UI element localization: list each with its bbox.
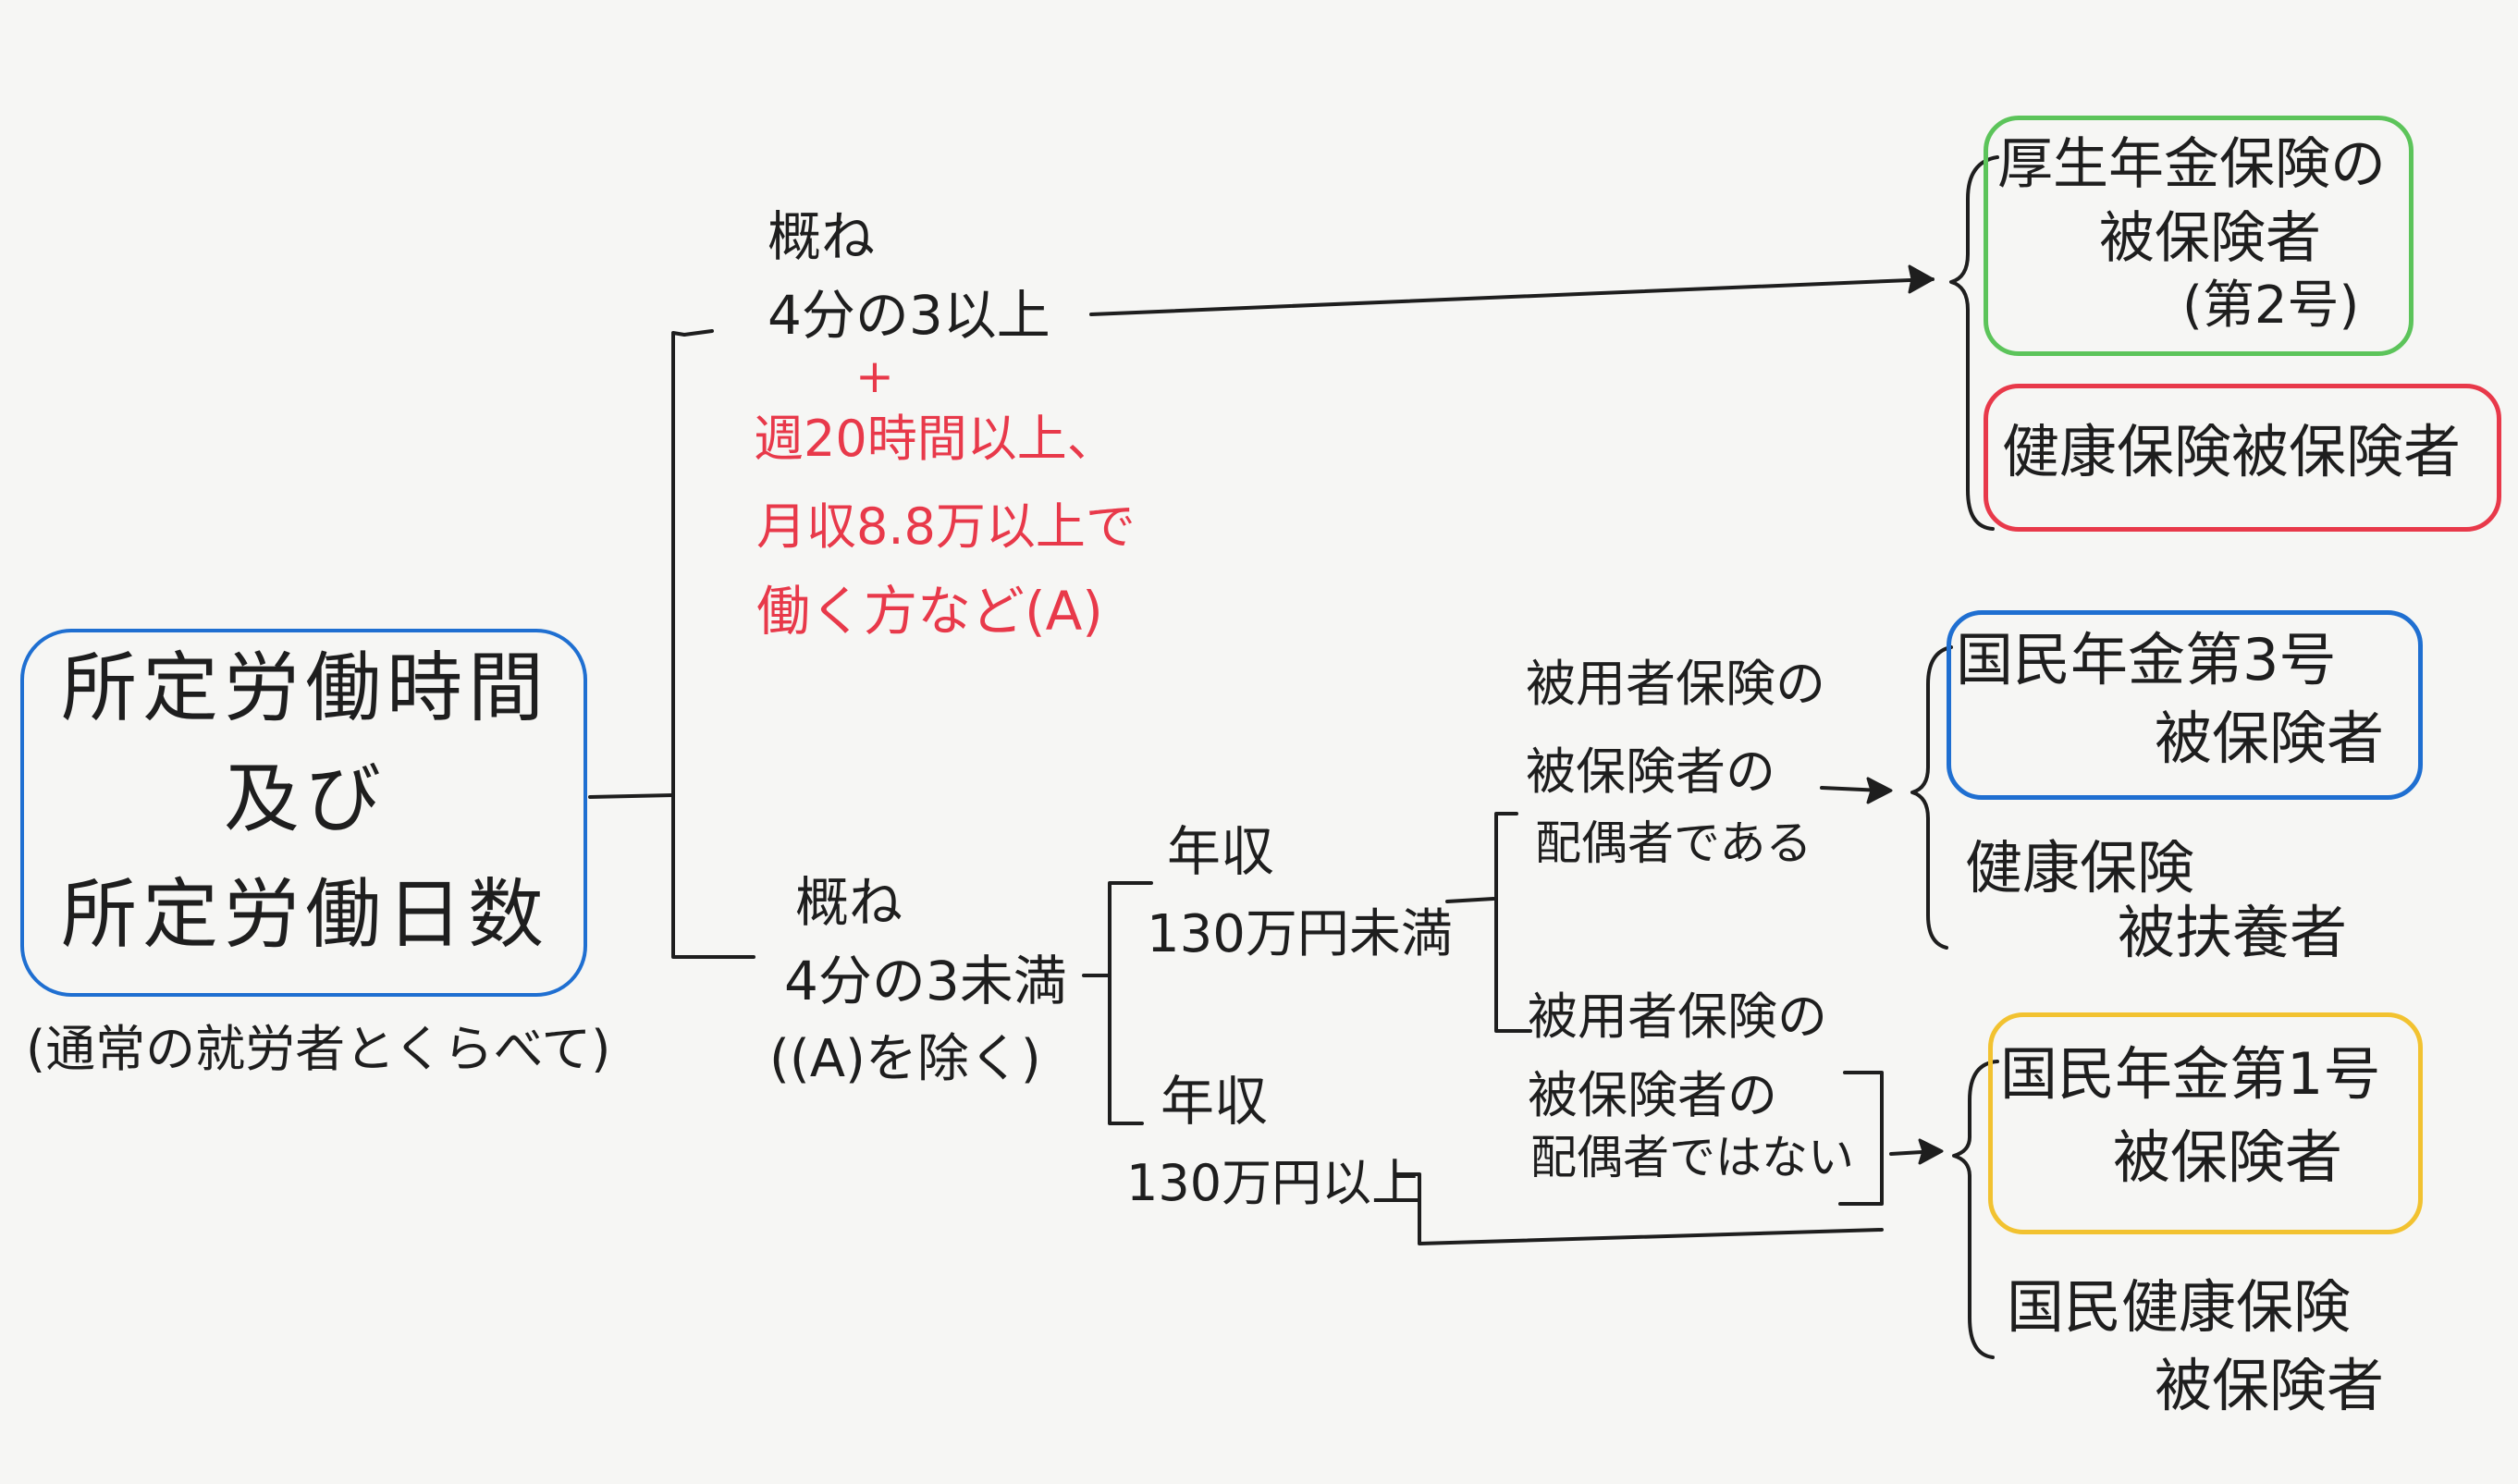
result-2-line-1: 健康保険被保険者 xyxy=(2002,418,2462,485)
spouse-yes-line-1: 被用者保険の xyxy=(1526,655,1825,713)
income-low-line-2: 130万円未満 xyxy=(1147,904,1453,964)
result-6-line-2: 被保険者 xyxy=(2155,1352,2385,1419)
result-3-line-2: 被保険者 xyxy=(2155,705,2385,772)
spouse-no-line-1: 被用者保険の xyxy=(1528,987,1827,1046)
root-box xyxy=(20,629,587,997)
result-1-line-2: 被保険者 xyxy=(2099,206,2321,271)
result-box-national-pension-1 xyxy=(1988,1012,2423,1234)
upper-line-2: 4分の3以上 xyxy=(768,284,1050,347)
upper-arrow xyxy=(1089,277,1935,316)
upper-condition-2: 月収8.8万以上で xyxy=(756,497,1136,556)
income-bracket xyxy=(1108,881,1153,1125)
result-6-line-1: 国民健康保険 xyxy=(2007,1273,2352,1341)
income-high-line-1: 年収 xyxy=(1161,1070,1269,1133)
spouse-no-line-3: 配偶者ではない xyxy=(1530,1131,1854,1184)
result-box-health-insurance xyxy=(1984,384,2501,532)
income-low-connector xyxy=(1445,897,1495,903)
income-low-line-1: 年収 xyxy=(1167,820,1275,883)
spouse-no-line-2: 被保険者の xyxy=(1528,1066,1777,1124)
root-note: (通常の就労者とくらべて) xyxy=(26,1020,611,1078)
root-line-1: 所定労働時間 xyxy=(60,644,549,732)
result-5-line-2: 被保険者 xyxy=(2113,1123,2343,1191)
result-4-line-1: 健康保険 xyxy=(1965,834,2195,901)
lower-line-3: ((A)を除く) xyxy=(769,1029,1041,1089)
result-brace-middle xyxy=(1910,645,1953,950)
result-1-line-3: (第2号) xyxy=(2182,276,2360,336)
result-brace-bottom xyxy=(1952,1060,1999,1359)
income-high-connector xyxy=(1394,1172,1884,1245)
upper-plus: + xyxy=(855,350,894,403)
spouse-no-arrowhead xyxy=(1918,1138,1944,1165)
lower-line-1: 概ね xyxy=(795,871,903,934)
main-branch-upper-tick xyxy=(682,329,714,337)
upper-condition-3: 働く方など(A) xyxy=(756,580,1103,643)
upper-condition-1: 週20時間以上、 xyxy=(754,410,1117,468)
main-branch-bracket xyxy=(671,331,755,959)
lower-line-2: 4分の3未満 xyxy=(784,950,1067,1012)
root-line-2: 及び xyxy=(223,755,387,843)
result-brace-top xyxy=(1949,155,1999,531)
income-high-line-2: 130万円以上 xyxy=(1126,1154,1422,1212)
result-5-line-1: 国民年金第1号 xyxy=(2000,1040,2381,1108)
result-box-national-pension-3 xyxy=(1947,610,2423,800)
spouse-yes-arrowhead xyxy=(1866,777,1893,804)
result-3-line-1: 国民年金第3号 xyxy=(1956,626,2337,693)
upper-line-1: 概ね xyxy=(768,205,876,268)
upper-arrowhead xyxy=(1908,264,1935,294)
result-4-line-2: 被扶養者 xyxy=(2118,899,2348,966)
result-box-employees-pension xyxy=(1984,116,2414,356)
root-line-3: 所定労働日数 xyxy=(60,871,549,959)
result-1-line-1: 厚生年金保険の xyxy=(1997,132,2386,197)
spouse-bracket xyxy=(1494,812,1532,1033)
root-connector xyxy=(588,793,675,799)
spouse-yes-line-3: 配偶者である xyxy=(1535,816,1812,870)
spouse-yes-line-2: 被保険者の xyxy=(1526,742,1775,801)
spouse-no-bracket xyxy=(1838,1071,1884,1206)
